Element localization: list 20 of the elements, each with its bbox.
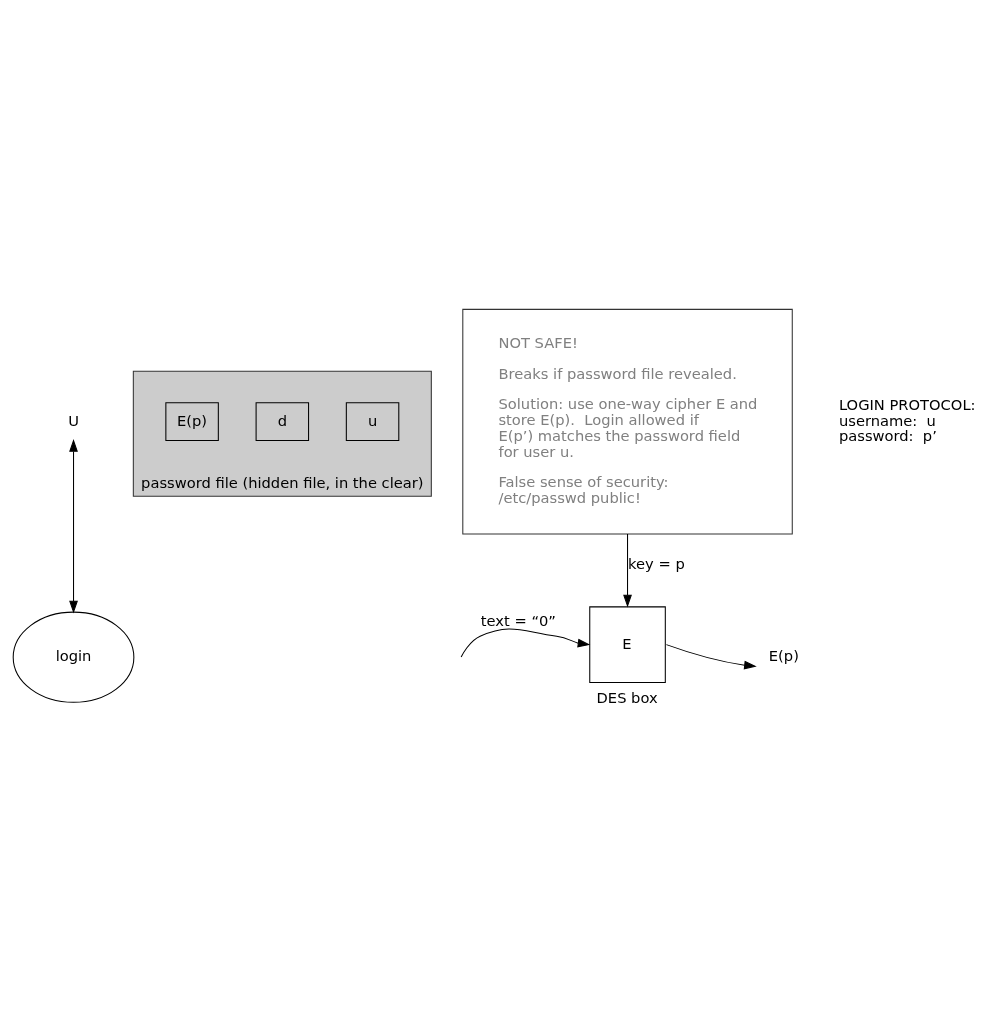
node-text: U bbox=[67, 411, 79, 429]
node-box: d bbox=[255, 402, 309, 442]
node-box: u bbox=[345, 402, 399, 442]
edge-label: text = “0” bbox=[480, 611, 556, 629]
node-ellipse: login bbox=[12, 611, 134, 703]
label: password: p’ bbox=[838, 427, 937, 445]
node-box: E(p) bbox=[164, 402, 219, 442]
arrow bbox=[665, 644, 757, 670]
label: LOGIN PROTOCOL: bbox=[838, 395, 975, 413]
node-label: DES box bbox=[596, 688, 658, 706]
node-box: NOT SAFE! Breaks if password file revealed. Solution: use one-way cipher E and store E(p). Login allowed if E(p’) matches the password field for user u. False sense of security: /etc/passwd public! bbox=[461, 308, 793, 535]
node-box: E bbox=[588, 606, 666, 683]
cluster bbox=[132, 370, 432, 497]
edge-label: key = p bbox=[627, 554, 685, 572]
node-text: E(p) bbox=[768, 647, 799, 665]
arrow bbox=[622, 533, 632, 608]
node-label: password file (hidden file, in the clear) bbox=[140, 473, 424, 491]
label: username: u bbox=[838, 411, 936, 429]
arrow bbox=[68, 439, 78, 614]
arrow bbox=[460, 628, 590, 658]
